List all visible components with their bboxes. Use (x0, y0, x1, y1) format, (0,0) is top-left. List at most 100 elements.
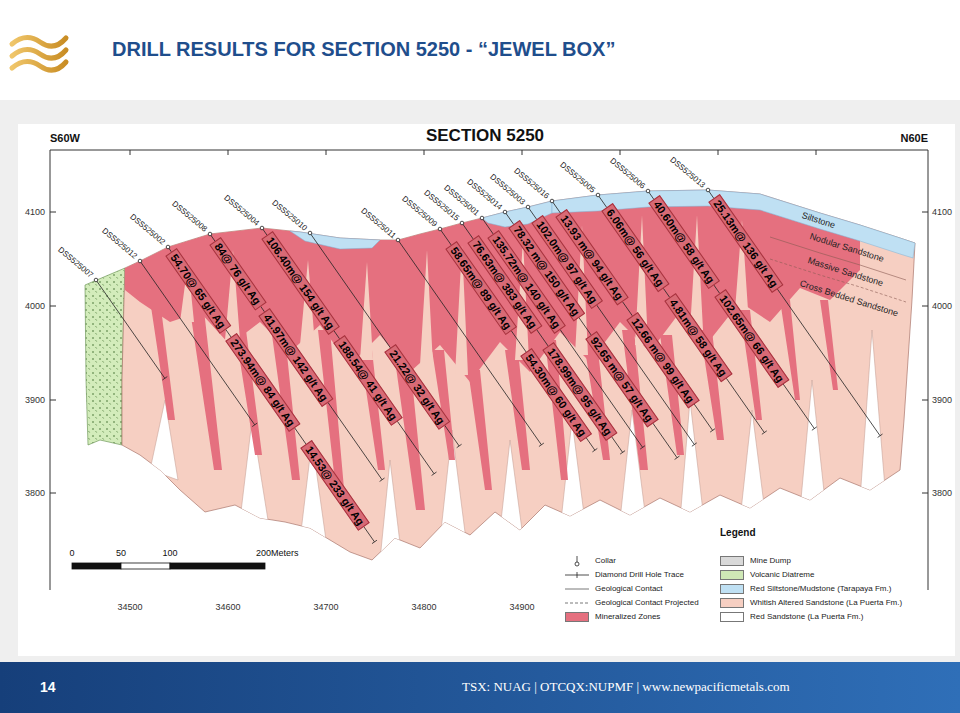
collar-sample (575, 562, 579, 566)
hole-end-tick (380, 478, 385, 481)
collar-symbol (208, 232, 212, 236)
hole-end-tick (592, 448, 597, 451)
collar-sample (575, 556, 579, 566)
legend-swatch (720, 556, 744, 566)
hole-end-tick (710, 429, 715, 432)
collar-symbol (260, 226, 264, 230)
easting-label: 34900 (509, 602, 534, 612)
collar-symbol (438, 227, 442, 231)
scale-label: 50 (116, 548, 126, 558)
drill-trace (96, 280, 165, 378)
legend-text: Mine Dump (750, 556, 791, 565)
hole-end-tick (878, 434, 883, 437)
hole-end-tick (620, 451, 625, 454)
scale-label: 0 (69, 548, 74, 558)
frame-line (928, 150, 929, 590)
legend-swatch (720, 598, 744, 608)
legend-swatch (720, 584, 744, 594)
hole-end-tick (812, 427, 817, 430)
section-title: SECTION 5250 (426, 126, 544, 146)
geology-label: Siltstone (800, 210, 836, 230)
scale-label: 200Meters (256, 548, 299, 558)
collar-symbol (550, 199, 554, 203)
drill-hole-id: DSS525011 (359, 206, 398, 240)
easting-label: 34500 (117, 602, 142, 612)
direction-label: S60W (50, 132, 80, 145)
hole-end-tick (692, 443, 697, 446)
assay-intercept: 25.13m@ 136 g/t Ag (708, 194, 783, 293)
volcanic-diatreme (85, 268, 125, 445)
elevation-label: 4000 (932, 301, 952, 311)
elevation-label: 3800 (25, 488, 45, 498)
elevation-label: 4000 (25, 301, 45, 311)
drill-hole-id: DSS525006 (608, 157, 647, 192)
line-sample (565, 589, 589, 590)
legend-text: Red Sandstone (La Puerta Fm.) (750, 612, 863, 621)
legend-swatch (720, 612, 744, 622)
collar-symbol (646, 189, 650, 193)
collar-symbol (94, 278, 98, 282)
legend-heading: Legend (720, 527, 756, 539)
hole-end-tick (675, 456, 680, 459)
hole-end-tick (252, 423, 257, 426)
drill-trace (708, 190, 880, 436)
line-sample (565, 589, 589, 590)
drill-hole-id: DSS525013 (668, 156, 707, 191)
scale-label: 100 (162, 548, 177, 558)
mineralized-vein (150, 300, 838, 510)
easting-label: 34600 (215, 602, 240, 612)
collar-symbol (480, 216, 484, 220)
logo-wave (12, 61, 66, 70)
hole-end-tick (640, 446, 645, 449)
figure-panel (18, 124, 955, 656)
assay-intercept: 84@ 76 g/t Ag (209, 237, 266, 311)
hole-end-tick (432, 472, 437, 475)
collar-symbol (396, 238, 400, 242)
elevation-label: 3900 (932, 395, 952, 405)
easting-label: 34700 (313, 602, 338, 612)
drill-trace (648, 191, 814, 429)
legend-text: Red Siltstone/Mudstone (Tarapaya Fm.) (750, 584, 891, 593)
legend-text: Whitish Altered Sandstone (La Puerta Fm.… (750, 598, 902, 607)
legend-text: Geological Contact Projected (595, 598, 699, 607)
line-sample (565, 603, 589, 604)
line-sample (565, 572, 589, 578)
hole-end-tick (762, 431, 767, 434)
elevation-label: 4100 (25, 207, 45, 217)
legend-text: Geological Contact (595, 584, 663, 593)
logo-wave (12, 37, 66, 46)
drill-hole-id: DSS525004 (222, 194, 261, 229)
hole-end-tick (539, 443, 544, 446)
collar-symbol (526, 205, 530, 209)
scale-bar (72, 563, 121, 569)
elevation-label: 3800 (932, 488, 952, 498)
collar-symbol (166, 245, 170, 249)
easting-label: 34800 (411, 602, 436, 612)
scale-bar (170, 563, 265, 569)
footer-text: TSX: NUAG | OTCQX:NUPMF | www.newpacific… (462, 680, 790, 695)
scale-bar (121, 563, 170, 569)
hole-end-tick (372, 540, 377, 543)
page-number: 14 (40, 679, 56, 695)
collar-symbol (138, 259, 142, 263)
siltstone-layer (290, 231, 380, 249)
elevation-label: 3900 (25, 395, 45, 405)
collar-symbol (503, 210, 507, 214)
legend-text: Volcanic Diatreme (750, 570, 814, 579)
assay-intercept: 14.53@ 233 g/t Ag (300, 440, 370, 531)
collar-symbol (706, 188, 710, 192)
footer-bar (0, 662, 960, 713)
legend-text: Mineralized Zones (595, 612, 660, 621)
elevation-label: 4100 (932, 207, 952, 217)
drill-hole-id: DSS525007 (56, 246, 95, 281)
content-band (0, 100, 960, 662)
frame-line (50, 150, 928, 151)
drill-hole-id: DSS525010 (270, 199, 309, 234)
collar-symbol (596, 193, 600, 197)
drill-hole-id: DSS525008 (170, 200, 209, 235)
drill-hole-id: DSS525012 (100, 227, 139, 262)
frame-line (50, 150, 51, 590)
legend-text: Diamond Drill Hole Trace (595, 570, 684, 579)
altered-sandstone (122, 190, 915, 560)
